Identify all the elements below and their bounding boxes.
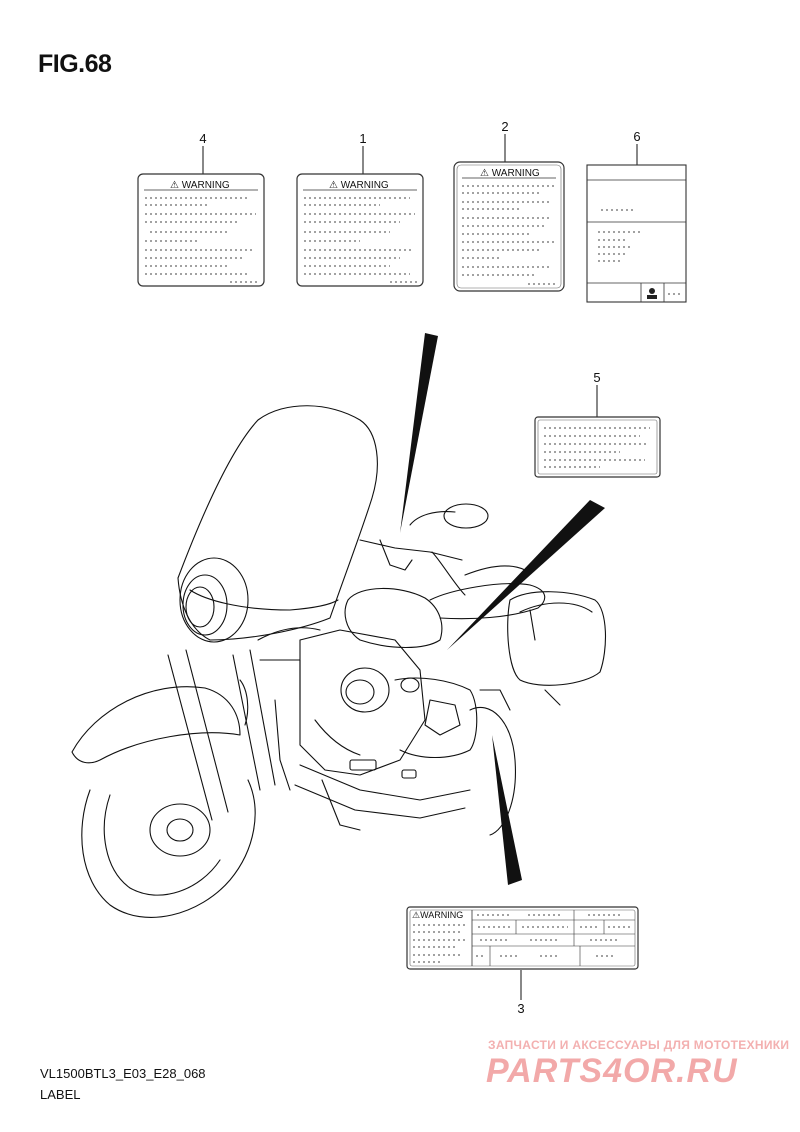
figure-code: VL1500BTL3_E03_E28_068 (40, 1066, 206, 1081)
label-6 (586, 164, 687, 303)
label-1: ⚠ WARNING (296, 173, 424, 287)
watermark-tagline: ЗАПЧАСТИ И АКСЕССУАРЫ ДЛЯ МОТОТЕХНИКИ (488, 1038, 790, 1052)
label-2: ⚠ WARNING (453, 161, 565, 292)
callout-1: 1 (359, 131, 366, 146)
label-4-heading: ⚠ WARNING (170, 180, 230, 191)
callout-3: 3 (517, 1001, 524, 1016)
watermark-logo: PARTS4OR.RU (486, 1052, 738, 1090)
callout-4: 4 (199, 131, 206, 146)
figure-title: FIG.68 (38, 50, 112, 78)
motorcycle-drawing (71, 405, 607, 918)
callout-2: 2 (501, 119, 508, 134)
pointer-wedges (400, 333, 605, 885)
label-4: ⚠ WARNING (137, 173, 265, 287)
label-3-heading: ⚠WARNING (412, 910, 463, 920)
label-1-heading: ⚠ WARNING (329, 180, 389, 191)
label-2-heading: ⚠ WARNING (480, 168, 540, 179)
label-3: ⚠WARNING (406, 906, 639, 970)
callout-5: 5 (593, 370, 600, 385)
label-5 (534, 416, 661, 478)
callout-6: 6 (633, 129, 640, 144)
figure-name: LABEL (40, 1087, 81, 1102)
callout-group (202, 134, 638, 1000)
